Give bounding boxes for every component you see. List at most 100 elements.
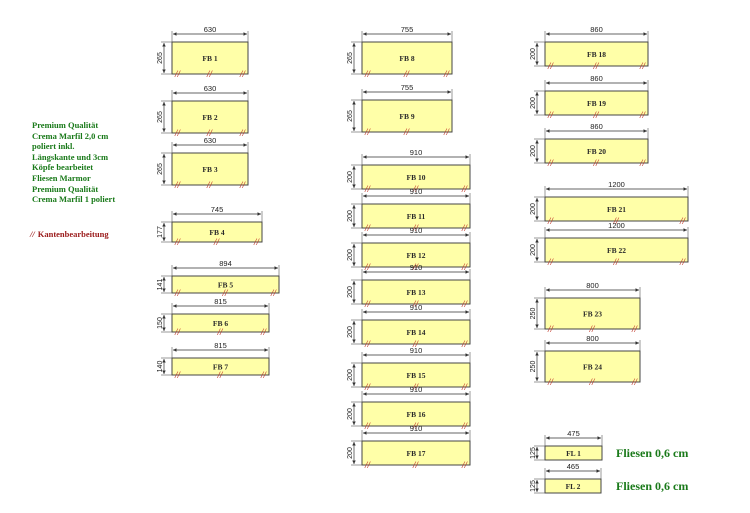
width-label-fb-2: 630 xyxy=(204,84,217,93)
piece-rect-fb-18 xyxy=(544,41,649,67)
edge-mark-fb-12-2: // xyxy=(412,262,420,272)
fliesen-thickness-label-1: Fliesen 0,6 cm xyxy=(616,446,689,460)
edge-mark-fb-6-1: // xyxy=(174,327,182,337)
edge-mark-fb-17-2: // xyxy=(412,460,420,470)
edge-mark-fb-13-3: // xyxy=(461,299,469,309)
width-label-fb-24: 800 xyxy=(586,334,599,343)
piece-label-fb-17: FB 17 xyxy=(407,449,426,458)
piece-label-fb-23: FB 23 xyxy=(583,310,602,319)
piece-rect-fb-2 xyxy=(171,100,249,134)
piece-rect-fl-2 xyxy=(544,478,602,494)
piece-rect-fb-11 xyxy=(361,203,471,229)
piece-label-fb-1: FB 1 xyxy=(202,54,217,63)
piece-rect-fb-24 xyxy=(544,350,641,383)
edge-mark-fb-17-1: // xyxy=(364,460,372,470)
edge-mark-fb-5-1: // xyxy=(174,288,182,298)
piece-label-fb-22: FB 22 xyxy=(607,246,626,255)
edge-mark-fb-8-3: // xyxy=(443,69,451,79)
piece-rect-fl-1 xyxy=(544,445,603,461)
edge-mark-fb-5-2: // xyxy=(222,288,230,298)
legend-edge-processing: //Kantenbearbeitung xyxy=(30,229,109,239)
width-label-fb-6: 815 xyxy=(214,297,227,306)
edge-mark-fb-14-1: // xyxy=(364,339,372,349)
edge-mark-fb-3-2: // xyxy=(206,180,214,190)
edge-mark-fb-19-2: // xyxy=(593,110,601,120)
height-label-fb-18: 200 xyxy=(530,48,537,60)
edge-mark-fb-21-2: // xyxy=(613,216,621,226)
piece-label-fb-18: FB 18 xyxy=(587,50,606,59)
edge-mark-fb-12-3: // xyxy=(461,262,469,272)
edge-mark-fb-13-2: // xyxy=(412,299,420,309)
height-label-fb-8: 265 xyxy=(347,52,354,64)
edge-mark-fb-7-3: // xyxy=(260,370,268,380)
legend-premium-quality: Premium Qualität Crema Marfil 2,0 cm pol… xyxy=(32,120,109,172)
edge-mark-fb-14-3: // xyxy=(461,339,469,349)
width-label-fb-10: 910 xyxy=(410,148,423,157)
edge-mark-fb-10-2: // xyxy=(412,184,420,194)
width-label-fl-2: 465 xyxy=(567,462,580,471)
piece-rect-fb-7 xyxy=(171,357,270,376)
height-label-fb-3: 265 xyxy=(157,163,164,175)
edge-mark-fb-20-3: // xyxy=(639,158,647,168)
edge-mark-fb-15-1: // xyxy=(364,382,372,392)
piece-label-fb-13: FB 13 xyxy=(407,288,426,297)
piece-label-fb-4: FB 4 xyxy=(209,228,224,237)
piece-rect-fb-3 xyxy=(171,152,249,186)
edge-mark-fb-24-3: // xyxy=(631,377,639,387)
edge-mark-fb-20-2: // xyxy=(593,158,601,168)
piece-rect-fb-23 xyxy=(544,297,641,330)
edge-mark-fb-22-1: // xyxy=(547,257,555,267)
width-label-fb-16: 910 xyxy=(410,385,423,394)
width-label-fb-7: 815 xyxy=(214,341,227,350)
edge-mark-fb-24-1: // xyxy=(547,377,555,387)
edge-mark-fb-10-3: // xyxy=(461,184,469,194)
edge-mark-fb-4-1: // xyxy=(174,237,182,247)
fliesen-thickness-label-2: Fliesen 0,6 cm xyxy=(616,479,689,493)
piece-label-fb-20: FB 20 xyxy=(587,147,606,156)
edge-mark-fb-3-1: // xyxy=(174,180,182,190)
piece-rect-fb-8 xyxy=(361,41,453,75)
piece-rect-fb-10 xyxy=(361,164,471,190)
piece-label-fb-19: FB 19 xyxy=(587,99,606,108)
piece-label-fb-12: FB 12 xyxy=(407,251,426,260)
edge-mark-symbol: // xyxy=(30,229,35,239)
edge-mark-fb-15-3: // xyxy=(461,382,469,392)
edge-mark-fb-12-1: // xyxy=(364,262,372,272)
height-label-fb-1: 265 xyxy=(157,52,164,64)
width-label-fb-5: 894 xyxy=(219,259,232,268)
width-label-fb-19: 860 xyxy=(590,74,603,83)
piece-rect-fb-22 xyxy=(544,237,689,263)
piece-label-fb-24: FB 24 xyxy=(583,363,602,372)
edge-mark-fb-23-1: // xyxy=(547,324,555,334)
width-label-fb-14: 910 xyxy=(410,303,423,312)
piece-rect-fb-15 xyxy=(361,362,471,388)
edge-mark-fb-22-3: // xyxy=(679,257,687,267)
piece-label-fb-16: FB 16 xyxy=(407,410,426,419)
piece-label-fb-11: FB 11 xyxy=(407,212,426,221)
width-label-fb-11: 910 xyxy=(410,187,423,196)
piece-rect-fb-21 xyxy=(544,196,689,222)
height-label-fb-24: 250 xyxy=(530,361,537,373)
piece-label-fb-5: FB 5 xyxy=(218,281,233,290)
height-label-fb-19: 200 xyxy=(530,97,537,109)
edge-mark-fb-19-1: // xyxy=(547,110,555,120)
width-label-fb-17: 910 xyxy=(410,424,423,433)
height-label-fl-1: 125 xyxy=(530,447,537,459)
height-label-fb-15: 200 xyxy=(347,369,354,381)
edge-mark-fb-11-2: // xyxy=(412,223,420,233)
legend-fliesen-quality: Fliesen Marmor Premium Qualität Crema Ma… xyxy=(32,173,116,204)
edge-mark-fb-10-1: // xyxy=(364,184,372,194)
edge-mark-fb-2-1: // xyxy=(174,128,182,138)
